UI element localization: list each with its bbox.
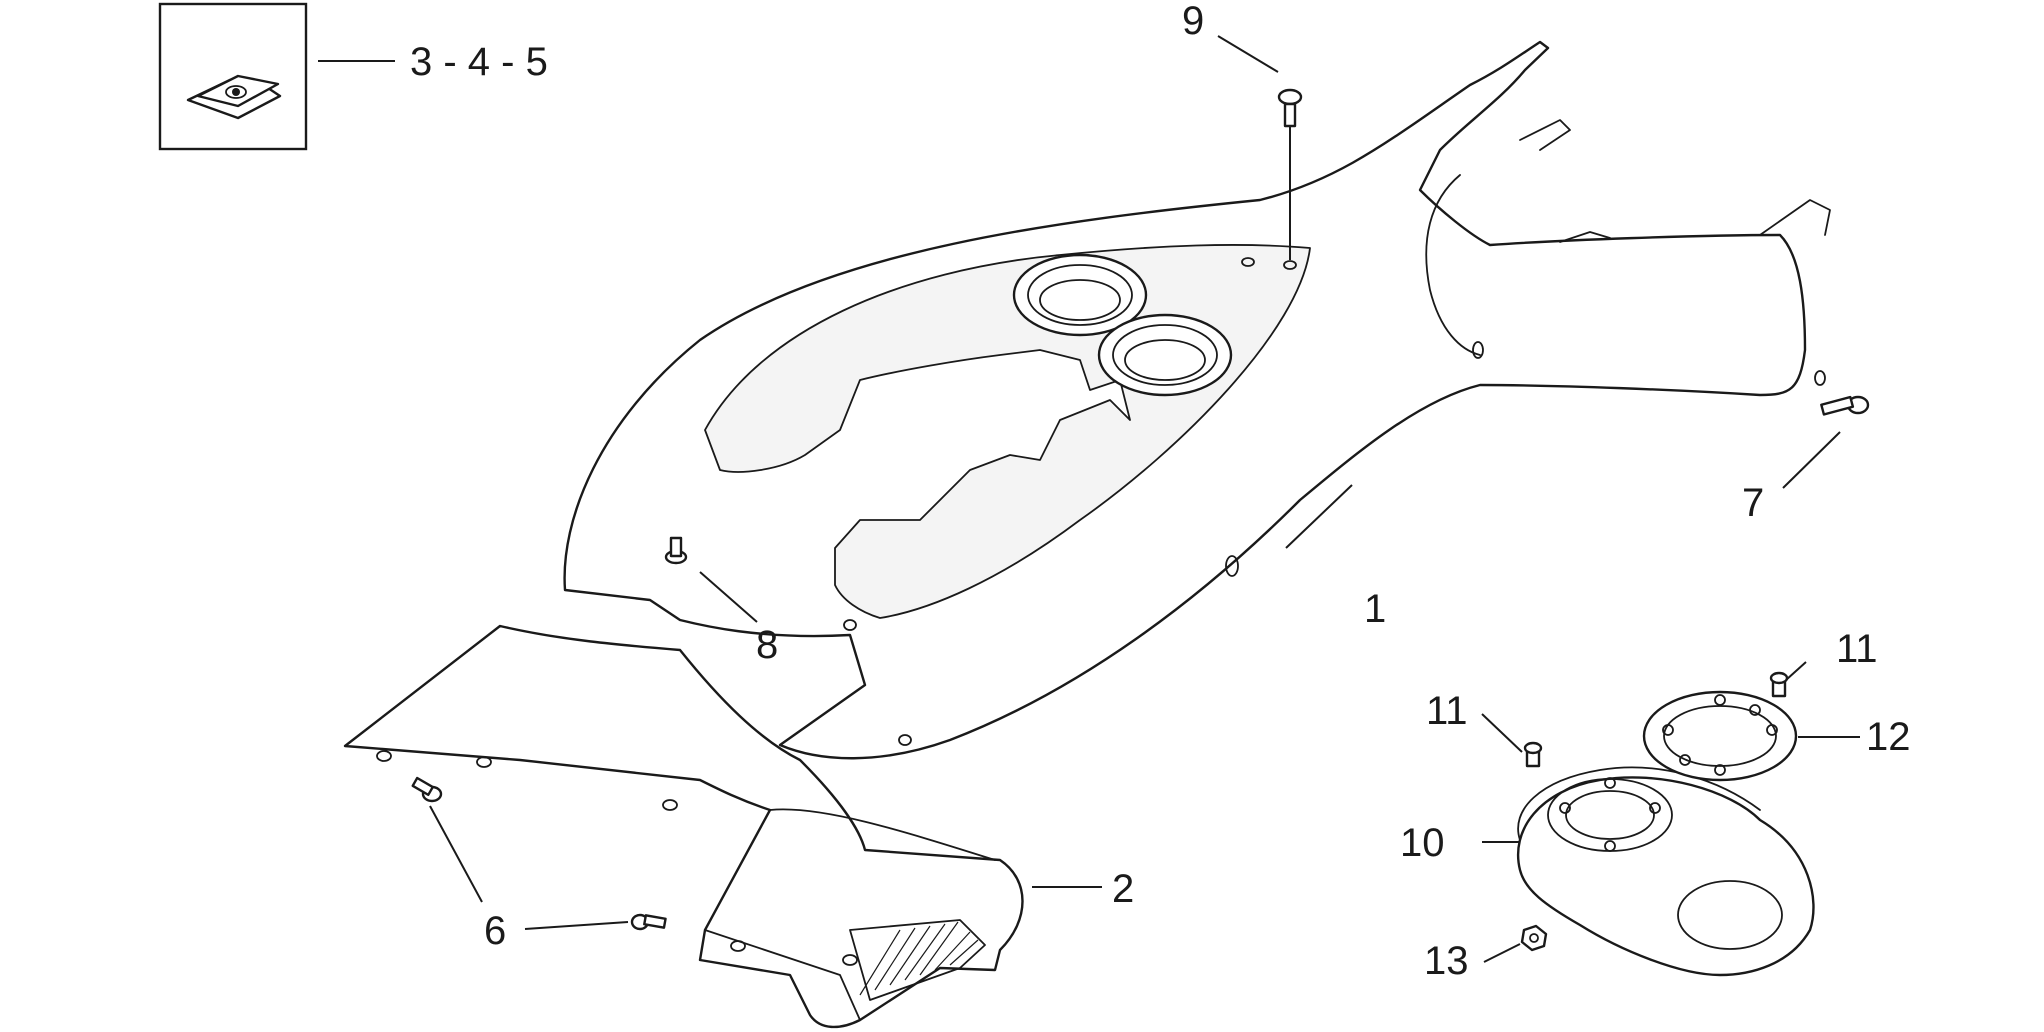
callout-11-left: 11: [1426, 689, 1468, 733]
callout-2: 2: [1112, 867, 1134, 911]
nut-13: [1520, 924, 1548, 952]
screw-11b: [1769, 671, 1789, 698]
lower-fairing: [343, 624, 1024, 1029]
screw-7: [1820, 395, 1870, 416]
speaker-plate-10: [1516, 766, 1815, 977]
callout-3-4-5: 3 - 4 - 5: [410, 40, 548, 84]
screw-8: [664, 536, 688, 565]
screw-6b: [630, 913, 667, 931]
callout-9: 9: [1182, 0, 1204, 43]
callout-6: 6: [484, 909, 506, 953]
callout-13: 13: [1424, 939, 1469, 983]
callout-10: 10: [1400, 821, 1445, 865]
screw-6a: [411, 776, 443, 803]
speaker-ring-12: [1642, 690, 1798, 782]
screw-9: [1277, 88, 1303, 260]
callout-12: 12: [1866, 715, 1911, 759]
inset-clip-nut: [158, 2, 308, 151]
callout-11-right: 11: [1836, 627, 1878, 671]
rear-body-shell: [563, 40, 1831, 760]
leader-lines: [318, 35, 1860, 963]
callout-1: 1: [1364, 587, 1386, 631]
grille-hatching: [859, 921, 979, 996]
screw-11a: [1523, 741, 1543, 768]
callout-7: 7: [1742, 481, 1764, 525]
callout-8: 8: [756, 623, 778, 667]
